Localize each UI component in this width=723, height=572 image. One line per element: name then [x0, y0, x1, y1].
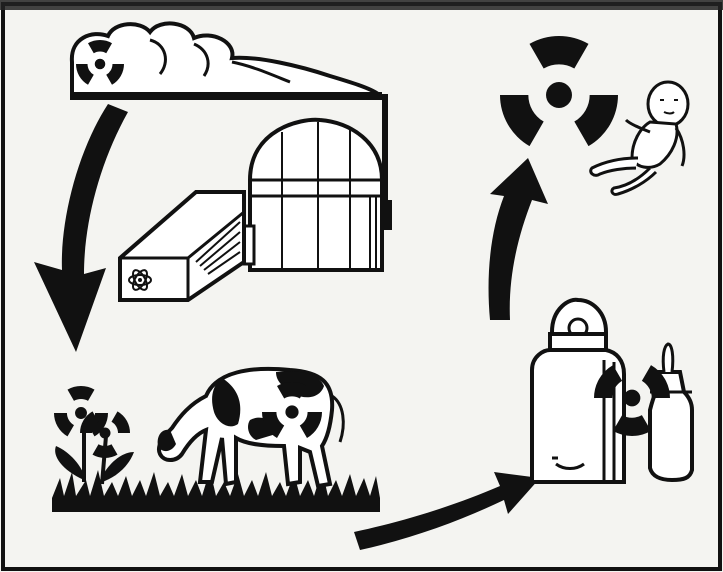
grazing-cow — [158, 369, 344, 486]
arrow-milk-to-baby — [489, 158, 548, 320]
arrow-plume-to-plants — [34, 104, 128, 352]
scan-edge-top — [0, 0, 723, 10]
nuclear-power-plant — [120, 120, 382, 300]
arrow-plants-to-milk — [354, 472, 540, 550]
milk-can-and-baby-bottle — [532, 300, 692, 482]
radiation-icon — [493, 36, 625, 150]
